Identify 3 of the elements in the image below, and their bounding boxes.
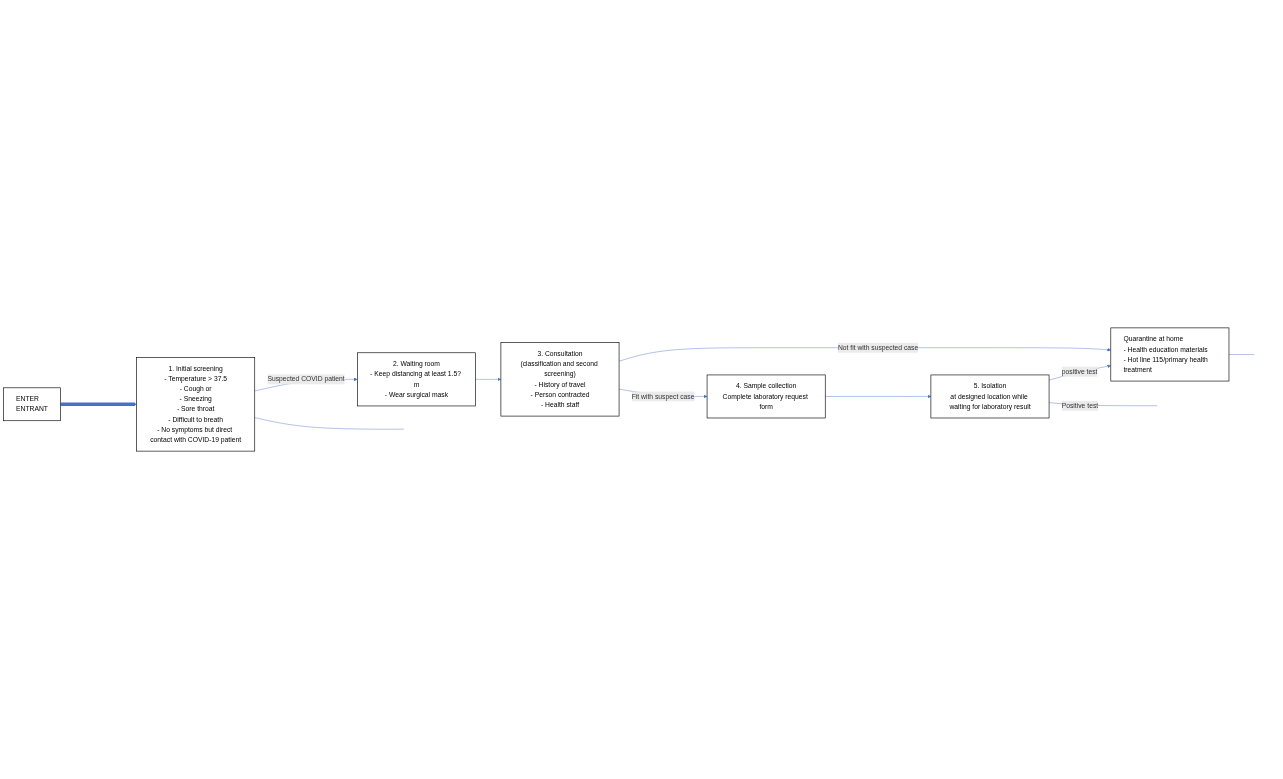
- arrow: [60, 402, 137, 407]
- connector: [1228, 354, 1255, 355]
- connector: [254, 417, 405, 430]
